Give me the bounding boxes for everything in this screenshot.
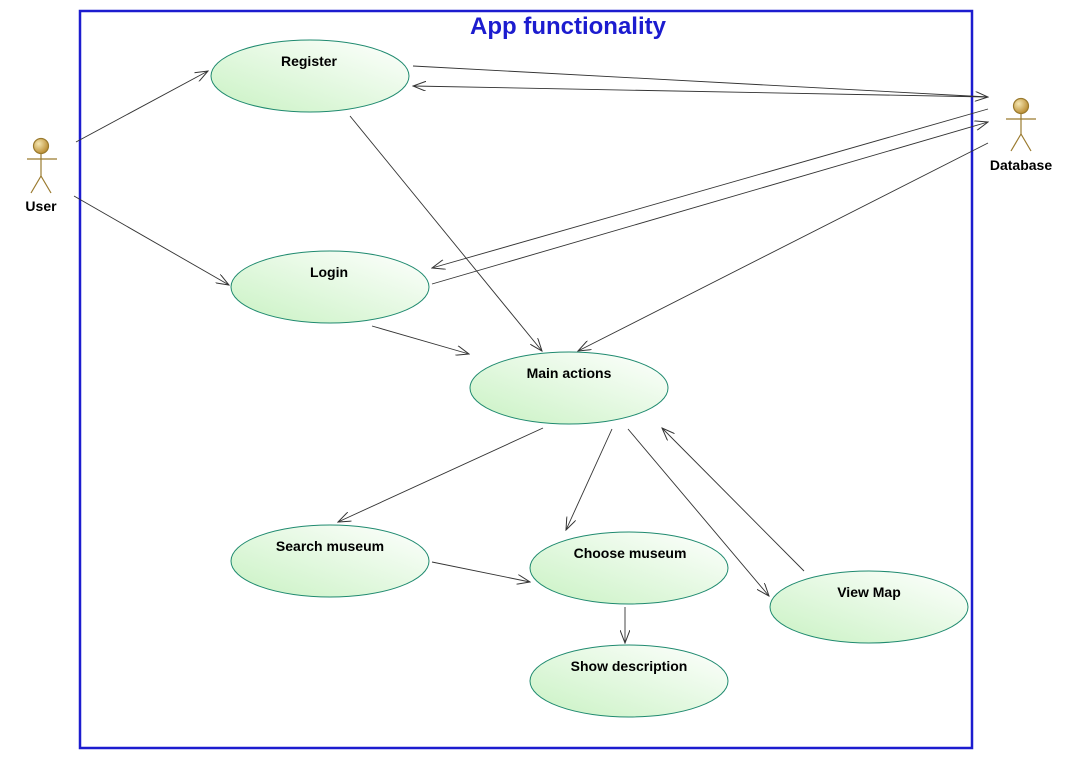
use-case-register-label: Register [281, 53, 338, 69]
edge-search-choose [431, 561, 530, 582]
stick-figure-icon [1006, 97, 1036, 152]
edge-register-main [349, 115, 542, 351]
edge-user-register [75, 71, 208, 143]
use-case-choose-museum[interactable]: Choose museum [529, 531, 729, 605]
stick-figure-icon [27, 137, 57, 194]
use-case-show-description-label: Show description [571, 658, 688, 674]
edge-database-main [578, 142, 989, 351]
use-case-main-actions[interactable]: Main actions [469, 351, 669, 425]
use-case-login-label: Login [310, 264, 348, 280]
use-case-register[interactable]: Register [210, 39, 410, 113]
use-case-login[interactable]: Login [230, 250, 430, 324]
use-case-view-map-label: View Map [837, 584, 901, 600]
edge-main-viewmap [627, 428, 769, 596]
edge-login-main [371, 325, 469, 354]
actor-user-label: User [25, 198, 57, 214]
associations [73, 65, 989, 643]
use-case-main-actions-label: Main actions [527, 365, 612, 381]
actor-user[interactable]: User [25, 137, 57, 215]
use-case-search-museum-label: Search museum [276, 538, 384, 554]
use-case-search-museum[interactable]: Search museum [230, 524, 430, 598]
actor-database[interactable]: Database [990, 97, 1052, 174]
edge-main-choose [566, 428, 613, 530]
use-case-choose-museum-label: Choose museum [574, 545, 687, 561]
edge-database-register [413, 86, 989, 98]
use-case-show-description[interactable]: Show description [529, 644, 729, 718]
edge-register-database [412, 65, 988, 97]
edge-main-search [338, 427, 544, 522]
edge-user-login [73, 195, 229, 285]
system-boundary [78, 9, 974, 750]
edge-login-database [431, 122, 988, 285]
edge-viewmap-main [662, 428, 805, 572]
actor-database-label: Database [990, 157, 1052, 173]
edge-database-login [432, 108, 989, 268]
system-title: App functionality [470, 13, 667, 40]
use-case-view-map[interactable]: View Map [769, 570, 969, 644]
